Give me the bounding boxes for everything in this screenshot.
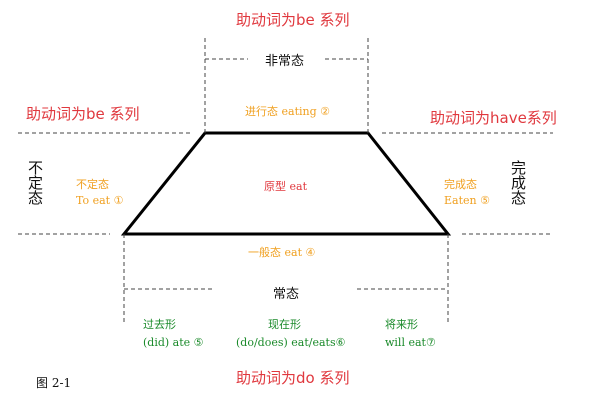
tense-present-value: (do/does) eat/eats⑥ bbox=[236, 336, 346, 349]
node-prototype: 原型 eat bbox=[264, 180, 307, 193]
label-perfect-vertical: 完成态 bbox=[509, 160, 527, 205]
label-be-series-top: 助动词为be 系列 bbox=[236, 11, 350, 29]
node-infinitive-value: To eat ① bbox=[76, 194, 124, 207]
node-general: 一般态 eat ④ bbox=[248, 246, 316, 259]
node-perfect-title: 完成态 bbox=[444, 178, 477, 191]
tense-past-title: 过去形 bbox=[143, 318, 176, 331]
tense-past-value: (did) ate ⑤ bbox=[143, 336, 204, 349]
label-non-usual: 非常态 bbox=[265, 54, 305, 69]
label-do-series-bottom: 助动词为do 系列 bbox=[236, 369, 350, 387]
tense-future-value: will eat⑦ bbox=[385, 336, 436, 349]
node-progressive: 进行态 eating ② bbox=[245, 105, 330, 118]
node-infinitive-title: 不定态 bbox=[76, 178, 109, 191]
label-usual: 常态 bbox=[273, 287, 300, 302]
tense-present-title: 现在形 bbox=[268, 318, 301, 331]
tense-future-title: 将来形 bbox=[385, 318, 418, 331]
node-perfect-value: Eaten ⑤ bbox=[444, 194, 490, 207]
label-indefinite-vertical: 不定态 bbox=[26, 160, 44, 205]
label-have-series-right: 助动词为have系列 bbox=[430, 109, 557, 127]
figure-caption: 图 2-1 bbox=[36, 376, 72, 390]
label-be-series-left: 助动词为be 系列 bbox=[26, 105, 140, 123]
